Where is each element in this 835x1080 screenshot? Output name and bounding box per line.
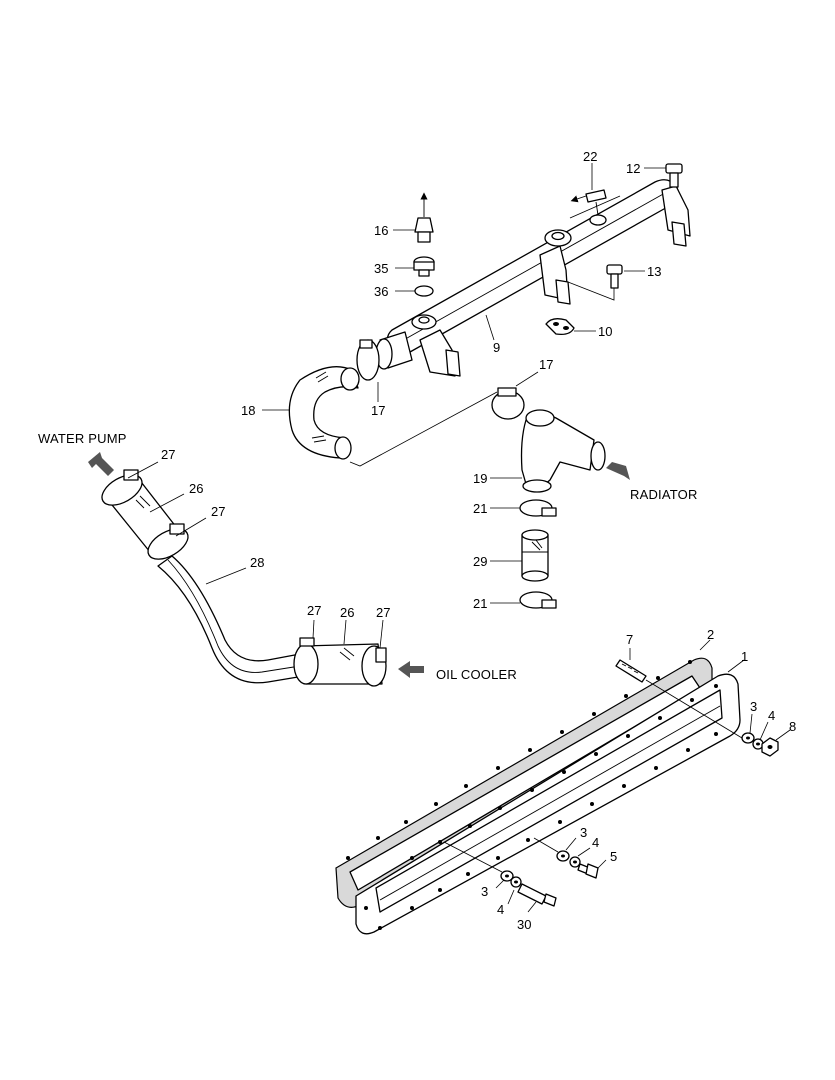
callout-4-right: 4 xyxy=(768,708,775,723)
bolt-13 xyxy=(567,264,623,301)
callout-17-lower: 17 xyxy=(539,357,553,372)
clamp-27-c xyxy=(293,637,319,685)
clamp-17-lower xyxy=(491,387,525,420)
callout-18: 18 xyxy=(241,403,255,418)
cover-bolt-holes xyxy=(346,660,718,930)
clamp-27-a xyxy=(101,469,143,506)
callout-1: 1 xyxy=(741,649,748,664)
washer-4-mid xyxy=(569,856,581,868)
gasket-2 xyxy=(335,657,713,908)
spacer-30 xyxy=(517,883,557,907)
callout-19: 19 xyxy=(473,471,487,486)
sensor-22 xyxy=(569,189,621,219)
pipe-28 xyxy=(157,555,305,684)
callout-10: 10 xyxy=(598,324,612,339)
assembly-line-spacer xyxy=(443,841,503,873)
clamp-21-lower xyxy=(519,591,557,609)
callout-21-lower: 21 xyxy=(473,596,487,611)
callout-27-b: 27 xyxy=(211,504,225,519)
washer-4-low xyxy=(510,876,522,888)
hose-18 xyxy=(288,366,360,460)
gasket-10 xyxy=(545,318,575,336)
callout-5: 5 xyxy=(610,849,617,864)
callout-28: 28 xyxy=(250,555,264,570)
arrow-water-pump xyxy=(88,452,114,476)
elbow-19 xyxy=(520,409,606,493)
callout-22: 22 xyxy=(583,149,597,164)
callout-3-low: 3 xyxy=(481,884,488,899)
callout-21-upper: 21 xyxy=(473,501,487,516)
adapter-35 xyxy=(413,256,435,277)
manifold-pipe-9 xyxy=(375,179,691,377)
callout-27-c: 27 xyxy=(307,603,321,618)
bolt-12 xyxy=(665,163,683,188)
callout-13: 13 xyxy=(647,264,661,279)
caption-oil-cooler: OIL COOLER xyxy=(436,667,517,682)
callout-7: 7 xyxy=(626,632,633,647)
callout-4-low: 4 xyxy=(497,902,504,917)
callout-leaders xyxy=(127,163,791,913)
callout-4-mid: 4 xyxy=(592,835,599,850)
washer-3-right xyxy=(741,732,755,744)
washer-3-mid xyxy=(556,850,570,862)
callout-36: 36 xyxy=(374,284,388,299)
assembly-line-bolt-5 xyxy=(533,837,559,853)
hose-29 xyxy=(521,529,549,582)
o-ring-36 xyxy=(414,285,434,297)
caption-water-pump: WATER PUMP xyxy=(38,431,127,446)
callout-26-b: 26 xyxy=(340,605,354,620)
callout-12: 12 xyxy=(626,161,640,176)
clamp-21-upper xyxy=(519,499,557,517)
cover-plate-1 xyxy=(355,673,741,935)
bolt-5 xyxy=(577,863,599,879)
callout-16: 16 xyxy=(374,223,388,238)
callout-3-mid: 3 xyxy=(580,825,587,840)
callout-2: 2 xyxy=(707,627,714,642)
callout-27-d: 27 xyxy=(376,605,390,620)
callout-27-a: 27 xyxy=(161,447,175,462)
callout-30: 30 xyxy=(517,917,531,932)
callout-9: 9 xyxy=(493,340,500,355)
caption-radiator: RADIATOR xyxy=(630,487,698,502)
assembly-line-hose-to-clamp xyxy=(349,391,498,467)
callout-17-upper: 17 xyxy=(371,403,385,418)
nut-8 xyxy=(761,737,779,757)
sensor-16 xyxy=(414,192,434,243)
clamp-17-upper xyxy=(356,339,380,381)
stud-7 xyxy=(615,659,647,683)
callout-26-a: 26 xyxy=(189,481,203,496)
callout-3-right: 3 xyxy=(750,699,757,714)
callout-29: 29 xyxy=(473,554,487,569)
arrow-radiator xyxy=(606,462,630,480)
assembly-line-stud xyxy=(645,679,743,739)
clamp-27-d xyxy=(361,645,387,687)
arrow-oil-cooler xyxy=(398,661,424,678)
clamp-27-b xyxy=(147,523,189,560)
washer-3-low xyxy=(500,870,514,882)
callout-35: 35 xyxy=(374,261,388,276)
callout-8: 8 xyxy=(789,719,796,734)
